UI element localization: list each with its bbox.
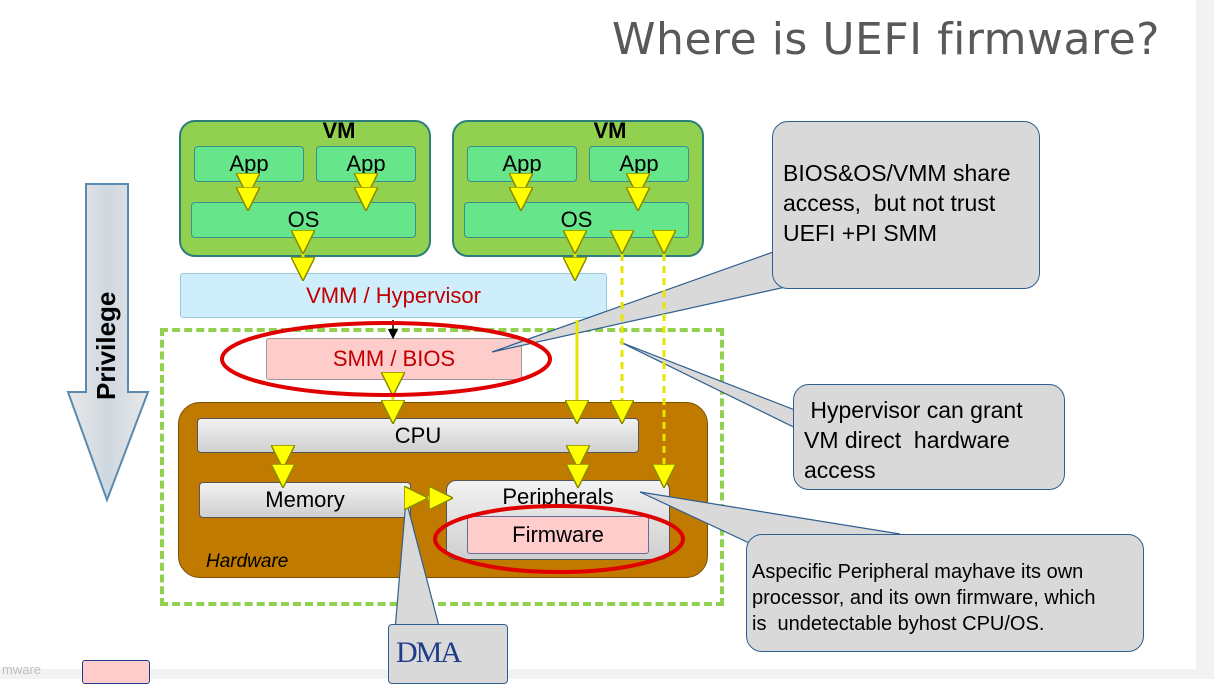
- callout-share-bubble: [772, 121, 1040, 289]
- memory-box: Memory: [199, 482, 411, 518]
- peripherals-label: Peripherals: [502, 484, 614, 509]
- callout-share-text: BIOS&OS/VMM share access, but not trust …: [783, 160, 1011, 246]
- footer-text: mware: [2, 662, 42, 677]
- vm-left-os: OS: [191, 202, 416, 238]
- cpu-box: CPU: [197, 418, 639, 453]
- callout-dma-bubble: [388, 624, 508, 684]
- privilege-label: Privilege: [91, 291, 121, 400]
- callout-grant-bubble: [793, 384, 1065, 490]
- legend-swatch: [82, 660, 150, 684]
- hardware-label: Hardware: [206, 551, 289, 572]
- vmm-hypervisor-box: VMM / Hypervisor: [180, 273, 607, 318]
- bottom-margin-bar: [0, 669, 1196, 679]
- callout-peripheral-bubble: [746, 534, 1144, 652]
- vm-right-app-1: App: [467, 146, 577, 182]
- callout-peripheral-text: Aspecific Peripheral mayhave its own pro…: [752, 561, 1096, 635]
- firmware-box: Firmware: [467, 516, 649, 554]
- slide-title: Where is UEFI firmware?: [612, 14, 1160, 65]
- vm-right-app-2: App: [589, 146, 689, 182]
- vm-right-os: OS: [464, 202, 689, 238]
- vm-left-app-2: App: [316, 146, 416, 182]
- privilege-arrow: [66, 183, 150, 503]
- right-margin-bar: [1196, 0, 1214, 679]
- callout-dma-text: DMA: [395, 636, 462, 669]
- callout-grant-text: Hypervisor can grant VM direct hardware …: [804, 397, 1023, 483]
- vm-left-app-1: App: [194, 146, 304, 182]
- smm-bios-box: SMM / BIOS: [266, 338, 522, 380]
- vm-right-label: VM: [593, 118, 627, 143]
- vm-left-label: VM: [322, 118, 356, 143]
